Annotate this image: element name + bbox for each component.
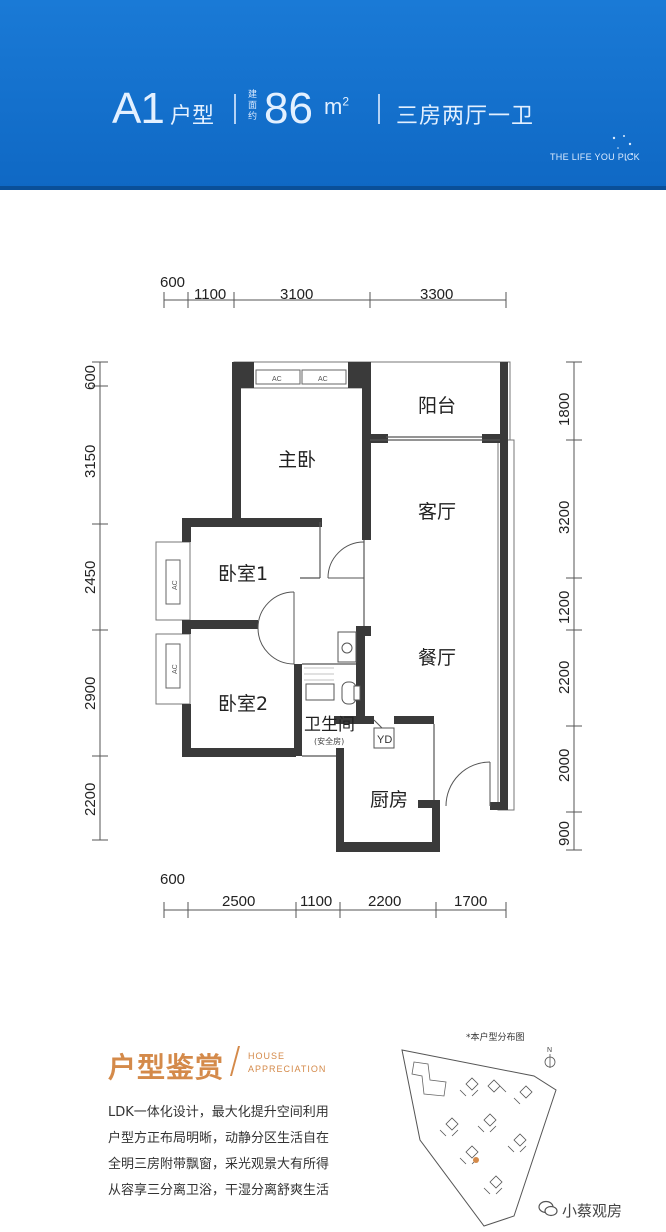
dim-right-4: 2000 — [556, 749, 573, 782]
appreciation-text: LDK一体化设计，最大化提升空间利用 户型方正布局明晰，动静分区生活自在 全明三… — [108, 1100, 353, 1204]
area-unit: m2 — [324, 94, 350, 119]
bathroom-fixtures — [305, 631, 361, 705]
unit-location-marker — [473, 1157, 479, 1163]
dim-bottom-4: 1700 — [454, 893, 487, 910]
dim-left-1: 3150 — [82, 445, 99, 478]
dim-bottom-2: 1100 — [300, 893, 332, 910]
dim-right-2: 1200 — [556, 591, 573, 624]
floor-plan: 600 1100 3100 3300 600 2500 1100 2200 17… — [0, 190, 666, 1030]
unit-code: A1 — [112, 84, 165, 133]
ac-label: AC — [272, 376, 282, 383]
dim-lines-left — [92, 361, 108, 841]
ac-label: AC — [318, 376, 328, 383]
yd-label: YD — [377, 734, 392, 746]
header-banner: A1 户型 建面约 86 m2 三房两厅一卫 THE LIFE YOU PICK — [0, 0, 666, 190]
dim-bottom-0: 600 — [160, 871, 185, 888]
room-bathroom: 卫生间 — [304, 715, 355, 735]
floor-plan-drawing: 600 1100 3100 3300 600 2500 1100 2200 17… — [82, 274, 582, 918]
header-rule — [0, 186, 666, 190]
site-map: N — [401, 1047, 557, 1227]
appreciation-line: LDK一体化设计，最大化提升空间利用 — [108, 1105, 329, 1120]
yd-box — [373, 727, 395, 749]
room-bedroom1: 卧室1 — [218, 563, 268, 585]
title-separator — [378, 94, 380, 124]
dim-right-3: 2200 — [556, 661, 573, 694]
dim-left-2: 2450 — [82, 561, 99, 594]
partitions — [300, 436, 500, 800]
dim-left-0: 600 — [82, 365, 99, 390]
area-label: 建面约 — [248, 90, 258, 122]
dim-right-5: 900 — [556, 821, 573, 846]
appreciation-line: 全明三房附带飘窗，采光观景大有所得 — [108, 1157, 330, 1172]
walls — [182, 362, 508, 852]
ac-label: AC — [172, 580, 179, 590]
dim-top-0: 600 — [160, 274, 185, 291]
dim-bottom-3: 2200 — [368, 893, 401, 910]
dim-lines-right — [566, 361, 582, 851]
ac-label: AC — [172, 664, 179, 674]
unit-type-label: 户型 — [170, 104, 215, 129]
sparkle-icon — [612, 135, 633, 161]
site-map-caption: *本户型分布图 — [466, 1033, 525, 1043]
area-value: 86 — [264, 84, 313, 133]
dim-left-3: 2900 — [82, 677, 99, 710]
wechat-icon — [538, 1200, 558, 1217]
dim-lines-bottom — [163, 902, 507, 918]
dim-right-0: 1800 — [556, 393, 573, 426]
dim-top-2: 3100 — [280, 286, 313, 303]
appreciation-title: 户型鉴赏 — [108, 1051, 225, 1084]
room-master-bedroom: 主卧 — [278, 449, 316, 471]
layout-description: 三房两厅一卫 — [396, 104, 535, 129]
appreciation-line: 户型方正布局明晰，动静分区生活自在 — [108, 1131, 330, 1146]
dim-bottom-1: 2500 — [222, 893, 255, 910]
dim-top-3: 3300 — [420, 286, 453, 303]
watermark-text: 小蔡观房 — [562, 1202, 623, 1220]
appreciation-subtitle: HOUSE APPRECIATION — [248, 1051, 327, 1074]
dim-left-4: 2200 — [82, 783, 99, 816]
room-bedroom2: 卧室2 — [218, 693, 268, 715]
room-kitchen: 厨房 — [370, 789, 408, 811]
door-swings — [257, 541, 491, 807]
appreciation-line: 从容享三分离卫浴，干湿分离舒爽生活 — [108, 1183, 330, 1198]
shower-hatch — [304, 667, 334, 681]
slogan: THE LIFE YOU PICK — [550, 152, 640, 162]
room-living: 客厅 — [418, 501, 456, 523]
svg-text:N: N — [547, 1047, 552, 1054]
dim-lines-top — [163, 292, 507, 308]
dim-right-1: 3200 — [556, 501, 573, 534]
title-divider — [229, 1046, 241, 1076]
bathroom-note: (安全房) — [314, 736, 344, 746]
ac-units — [165, 369, 347, 689]
room-balcony: 阳台 — [418, 395, 456, 417]
room-dining: 餐厅 — [418, 647, 456, 669]
dim-top-1: 1100 — [194, 286, 226, 303]
appreciation-section: 户型鉴赏 HOUSE APPRECIATION LDK一体化设计，最大化提升空间… — [0, 1030, 666, 1232]
title-separator — [234, 94, 236, 124]
unit-title: A1 户型 建面约 86 m2 三房两厅一卫 — [112, 84, 632, 144]
